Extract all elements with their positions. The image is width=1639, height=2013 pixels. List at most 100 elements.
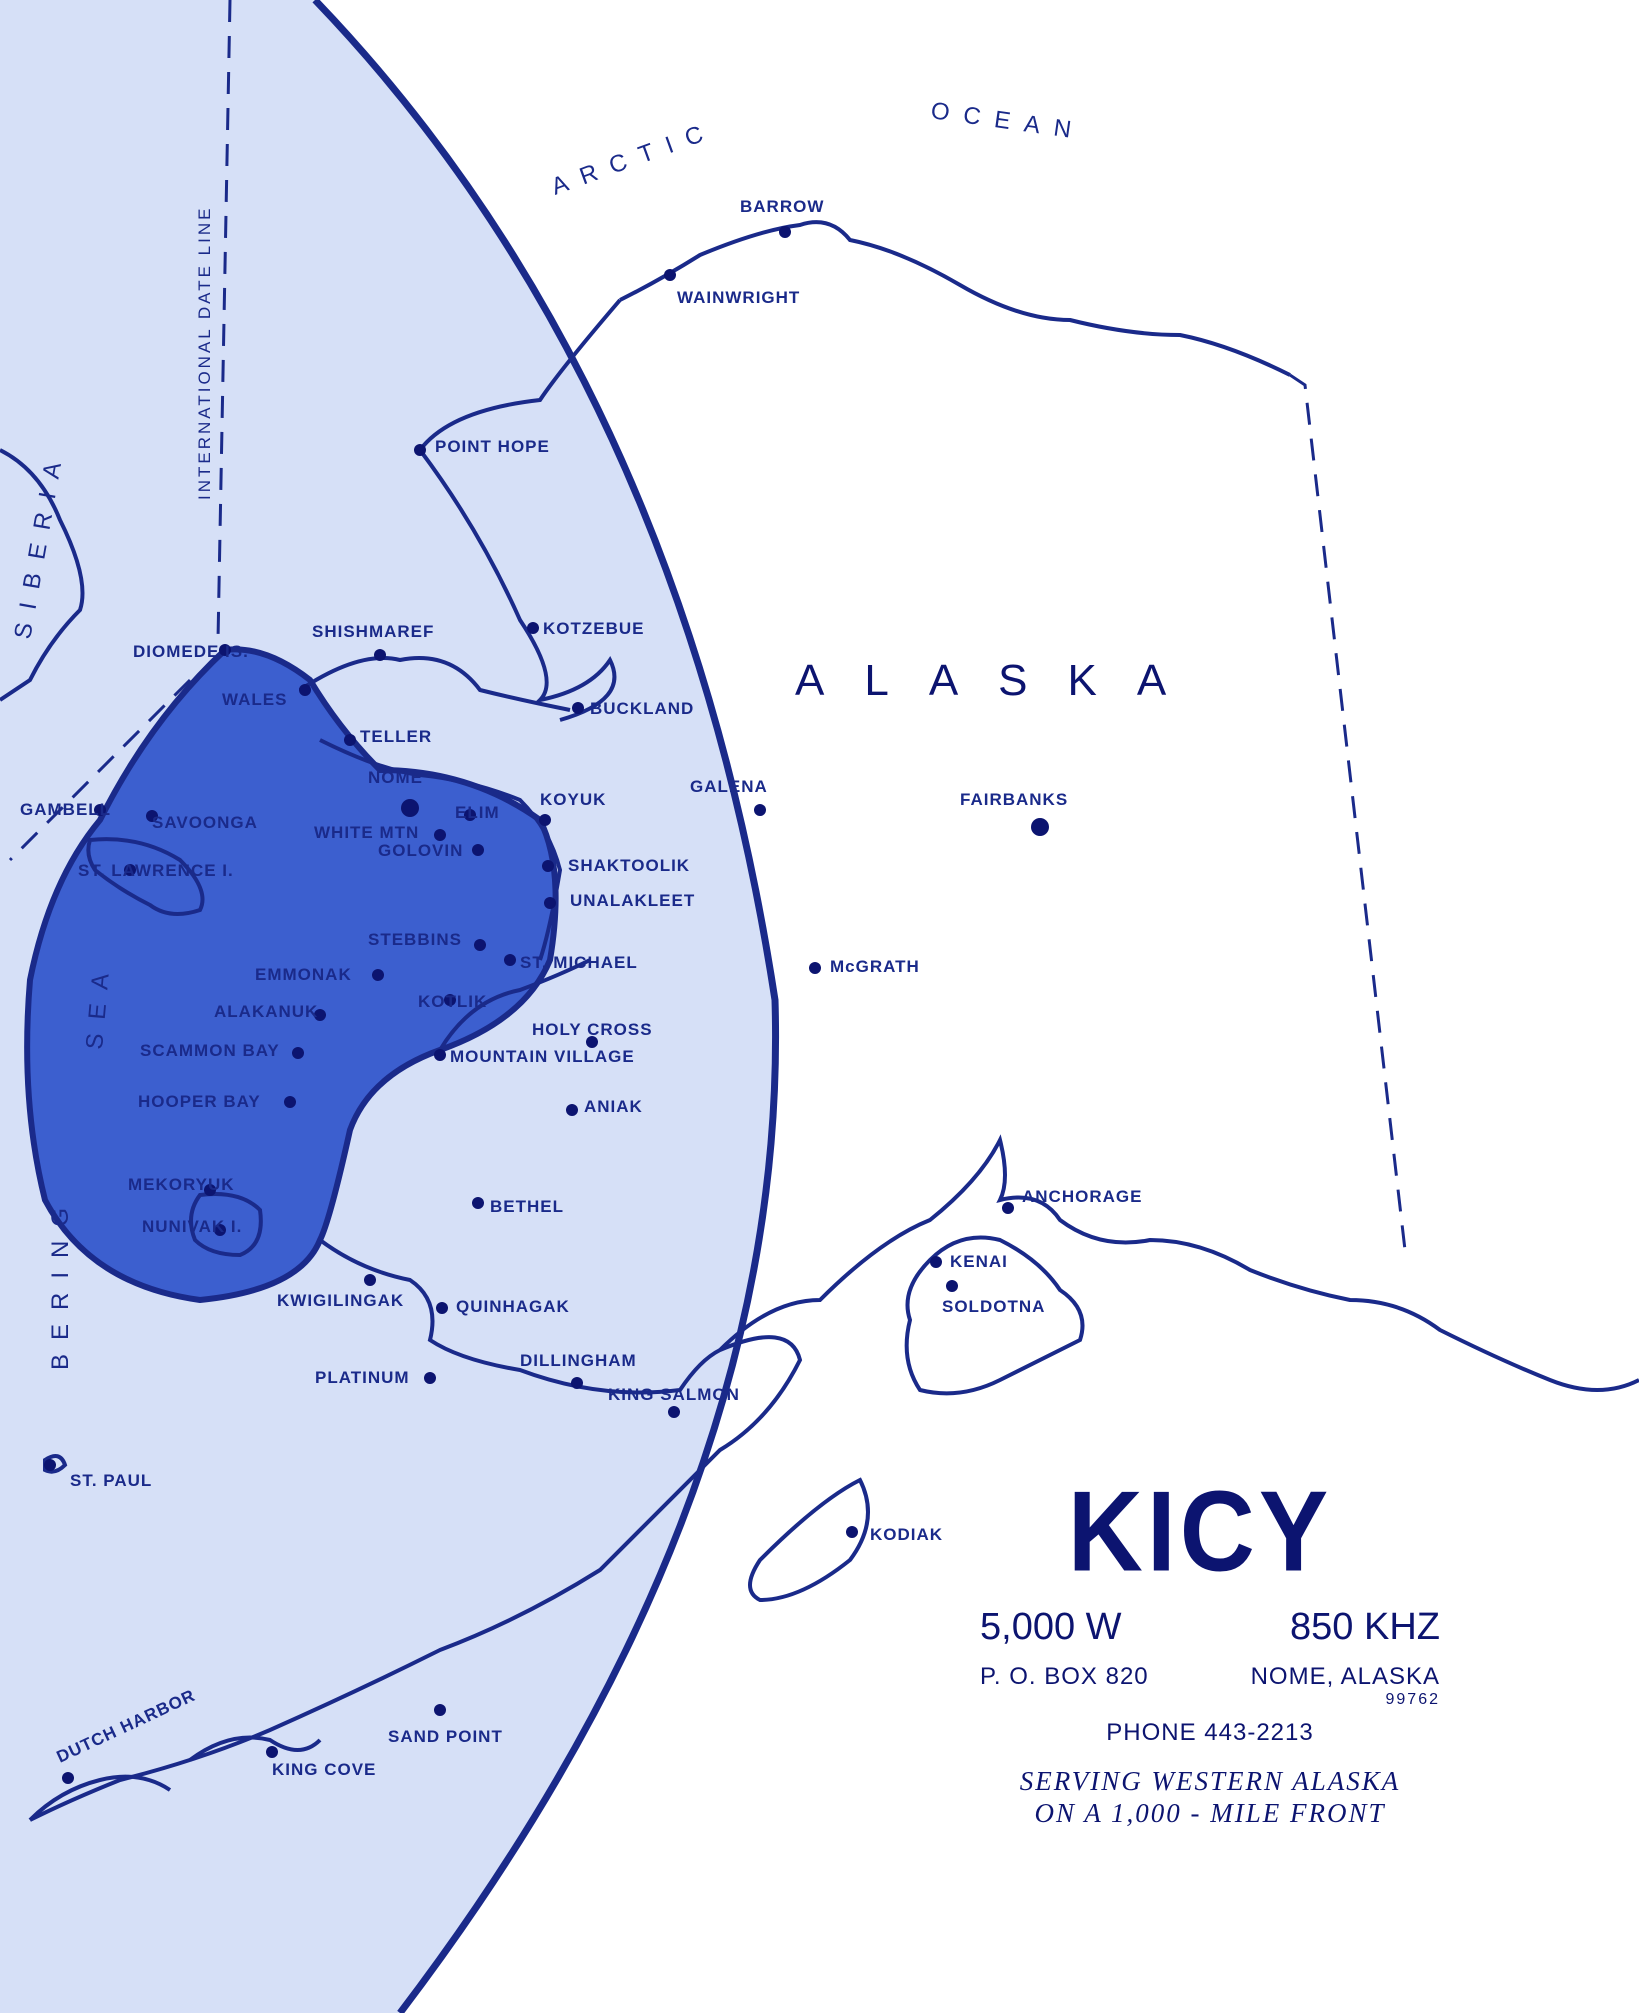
power: 5,000 W [980, 1606, 1122, 1648]
wales-marker [299, 684, 311, 696]
slogan-line-1: SERVING WESTERN ALASKA [1019, 1766, 1401, 1796]
zip-code: 99762 [1385, 1691, 1440, 1708]
nunivak-label: NUNIVAK I. [142, 1217, 242, 1236]
kenai-marker [930, 1256, 942, 1268]
fairbanks-marker [1031, 818, 1049, 836]
st-paul-island [43, 1454, 68, 1474]
slogan-line-2: ON A 1,000 - MILE FRONT [1034, 1798, 1386, 1829]
anchorage-label: ANCHORAGE [1022, 1187, 1142, 1206]
kotlik-marker [444, 994, 456, 1006]
kodiak-label: KODIAK [870, 1525, 943, 1544]
st-paul-label: ST. PAUL [70, 1471, 152, 1490]
kenai-label: KENAI [950, 1252, 1008, 1271]
dutch-harbor-marker [62, 1772, 74, 1784]
scammon-bay-label: SCAMMON BAY [140, 1041, 280, 1060]
stebbins-marker [474, 939, 486, 951]
gambell-marker [94, 804, 106, 816]
elim-marker [464, 809, 476, 821]
emmonak-label: EMMONAK [255, 965, 352, 984]
sand-point-marker [434, 1704, 446, 1716]
teller-label: TELLER [360, 727, 432, 746]
quinhagak-label: QUINHAGAK [456, 1297, 570, 1316]
koyuk-marker [539, 814, 551, 826]
hooper-bay-marker [284, 1096, 296, 1108]
kotzebue-marker [527, 622, 539, 634]
phone: PHONE 443-2213 [1106, 1719, 1314, 1746]
nome-marker [401, 799, 419, 817]
bethel-marker [472, 1197, 484, 1209]
wainwright-label: WAINWRIGHT [677, 288, 800, 307]
arctic-label: ARCTIC [548, 116, 720, 201]
nunivak-island [189, 1192, 263, 1258]
golovin-label: GOLOVIN [378, 841, 463, 860]
savoonga-label: SAVOONGA [152, 813, 258, 832]
galena-label: GALENA [690, 777, 768, 796]
call-sign: KICY [1067, 1468, 1333, 1596]
mekoryuk-label: MEKORYUK [128, 1175, 235, 1194]
stebbins-label: STEBBINS [368, 930, 462, 949]
point-hope-marker [414, 444, 426, 456]
mekoryuk-marker [204, 1184, 216, 1196]
hooper-bay-label: HOOPER BAY [138, 1092, 261, 1111]
fairbanks-label: FAIRBANKS [960, 790, 1068, 809]
teller-marker [344, 734, 356, 746]
kwigillingak-marker [364, 1274, 376, 1286]
diomede-label: DIOMEDE IS. [133, 642, 249, 661]
shaktoolik-marker [542, 860, 554, 872]
savoonga-marker [146, 810, 158, 822]
kotlik-label: KOTLIK [418, 992, 487, 1011]
holy-cross-label: HOLY CROSS [532, 1020, 653, 1039]
mcgrath-marker [809, 962, 821, 974]
kenai-peninsula [904, 1235, 1085, 1396]
kwigillingak-label: KWIGILINGAK [277, 1291, 404, 1310]
mountain-village-label: MOUNTAIN VILLAGE [450, 1047, 635, 1066]
primary-coverage-area [24, 646, 559, 1304]
soldotna-label: SOLDOTNA [942, 1297, 1045, 1316]
station-ad: KICY 5,000 W 850 KHZ P. O. BOX 820 NOME,… [960, 1475, 1440, 1830]
kodiak-island [748, 1477, 870, 1603]
st-lawrence-island [86, 837, 205, 916]
date-line-label: INTERNATIONAL DATE LINE [195, 206, 214, 500]
platinum-marker [424, 1372, 436, 1384]
unalakleet-marker [544, 897, 556, 909]
st-michael-label: ST. MICHAEL [520, 953, 638, 972]
frequency: 850 KHZ [1290, 1606, 1440, 1648]
city: NOME, ALASKA [1250, 1663, 1440, 1690]
king-cove-marker [266, 1746, 278, 1758]
king-salmon-label: KING SALMON [608, 1385, 740, 1404]
white-mtn-marker [434, 829, 446, 841]
shishmaref-label: SHISHMAREF [312, 622, 434, 641]
galena-marker [754, 804, 766, 816]
wales-label: WALES [222, 690, 287, 709]
soldotna-marker [946, 1280, 958, 1292]
koyuk-label: KOYUK [540, 790, 606, 809]
alaska-coastline [29, 220, 1291, 1822]
outer-coverage-boundary [312, 0, 780, 2013]
holy-cross-marker [586, 1036, 598, 1048]
bethel-label: BETHEL [490, 1197, 564, 1216]
sand-point-label: SAND POINT [388, 1727, 503, 1746]
elim-label: ELIM [455, 803, 500, 822]
buckland-marker [572, 702, 584, 714]
nome-label: NOME [368, 768, 423, 787]
nunivak-marker [214, 1224, 226, 1236]
scammon-bay-marker [292, 1047, 304, 1059]
alakanuk-label: ALAKANUK [214, 1002, 318, 1021]
gambell-label: GAMBELL [20, 800, 111, 819]
siberia-coast [0, 448, 85, 702]
st-michael-marker [504, 954, 516, 966]
st-lawrence-marker [124, 864, 136, 876]
alakanuk-marker [314, 1009, 326, 1021]
king-cove-label: KING COVE [272, 1760, 376, 1779]
buckland-label: BUCKLAND [590, 699, 694, 718]
power-frequency-row: 5,000 W 850 KHZ [960, 1606, 1440, 1649]
date-line-south [8, 678, 192, 862]
mountain-village-marker [434, 1049, 446, 1061]
anchorage-marker [1002, 1202, 1014, 1214]
point-hope-label: POINT HOPE [435, 437, 550, 456]
aleutian-chain [28, 1735, 322, 1822]
shishmaref-marker [374, 649, 386, 661]
dillingham-marker [571, 1377, 583, 1389]
alaska-label: ALASKA [795, 656, 1206, 705]
